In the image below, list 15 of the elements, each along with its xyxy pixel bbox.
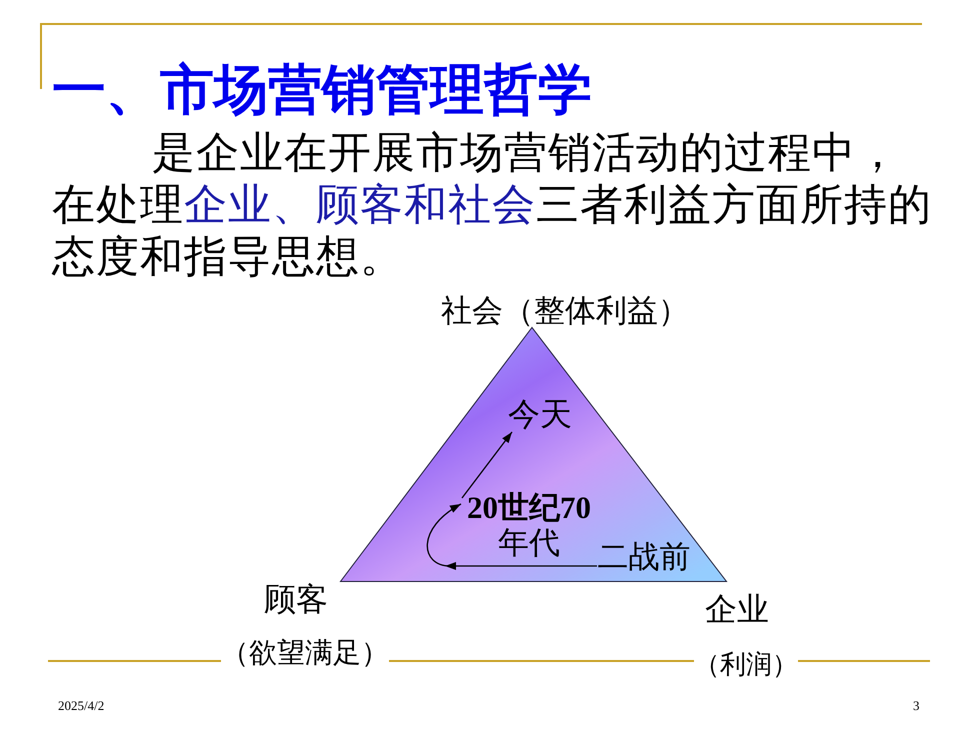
page-number: 3 [913,698,920,714]
arrow [426,503,597,570]
vertex-label: （欲望满足） [221,638,389,670]
stage-label: 20世纪70年代 [462,490,596,560]
vertex-label: 顾客 [264,581,328,617]
date-label: 2025/4/2 [58,698,104,714]
body-paragraph: 是企业在开展市场营销活动的过程中，在处理企业、顾客和社会三者利益方面所持的态度和指导思想。 [52,129,933,283]
vertex-label: 社会（整体利益） [441,293,689,328]
stage-label: 今天 [508,396,572,432]
vertex-label: （利润） [694,650,798,680]
triangle [340,327,727,582]
arrow [461,432,513,498]
vertex-label: 企业 [705,591,769,627]
slide-title: 一、市场营销管理哲学 [52,60,592,120]
stage-label: 二战前 [597,540,691,574]
